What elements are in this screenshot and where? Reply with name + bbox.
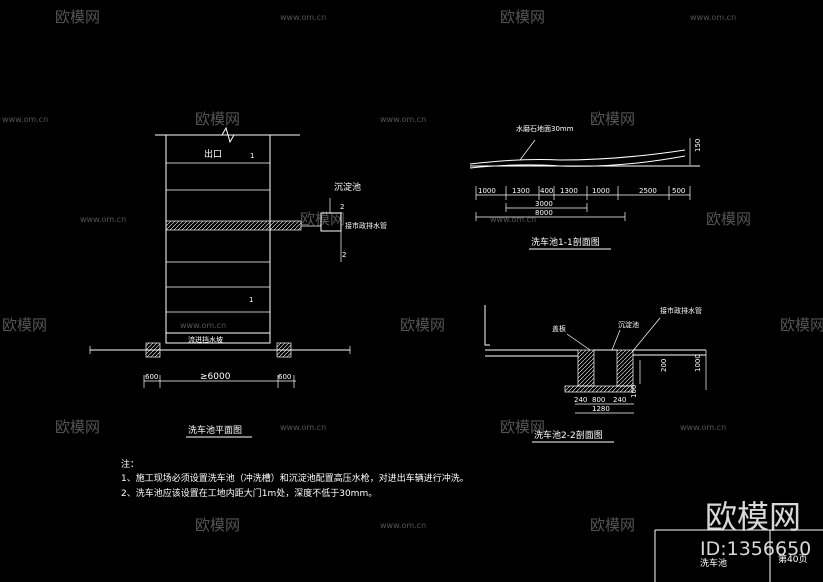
drain-label-22: 接市政排水管	[660, 306, 702, 315]
surface-note: 水磨石地面30mm	[516, 124, 574, 133]
dim-800: 800	[592, 396, 605, 404]
watermark-url: www.om.cn	[380, 115, 426, 124]
watermark-brand: 欧模网	[780, 316, 823, 334]
watermark-brand: 欧模网	[400, 316, 445, 334]
plan-dim-right: 600	[278, 373, 291, 381]
tank-base	[565, 386, 633, 392]
dim-1280: 1280	[592, 405, 610, 413]
exit-label: 出口	[204, 148, 222, 160]
titleblock-name: 洗车池	[700, 557, 727, 569]
dim-240: 240	[613, 396, 626, 404]
watermark-brand: 欧模网	[300, 210, 345, 228]
watermark-url: www.om.cn	[180, 321, 226, 330]
dim-500: 500	[672, 187, 685, 195]
titleblock-logo: 欧模网	[705, 498, 801, 536]
tank-wall-left	[578, 350, 594, 386]
post-left	[146, 343, 160, 357]
watermark-brand: 欧模网	[706, 210, 751, 228]
section-1-1: 150 水磨石地面30mm 1000 1300 400 1300 1000 25…	[469, 124, 702, 250]
watermark-brand: 欧模网	[55, 418, 100, 436]
watermark-brand: 欧模网	[500, 418, 545, 436]
section-mark-2: 2	[340, 203, 344, 211]
drain-trench	[166, 221, 301, 230]
break-left	[484, 305, 490, 346]
watermark-url: www.om.cn	[380, 521, 426, 530]
watermark-brand: 欧模网	[2, 316, 47, 334]
surface-line	[469, 149, 686, 165]
note-1: 1、施工现场必须设置洗车池（冲洗槽）和沉淀池配置高压水枪，对进出车辆进行冲洗。	[121, 472, 469, 484]
watermark-url: www.om.cn	[680, 423, 726, 432]
watermark-url: www.om.cn	[690, 13, 736, 22]
plan-dim-mid: ≥6000	[200, 372, 231, 382]
tank-label: 沉淀池	[618, 320, 639, 329]
plan-title: 洗车池平面图	[188, 424, 242, 436]
dim-400: 400	[540, 187, 553, 195]
tank-wall-right	[617, 350, 633, 386]
notes: 注： 1、施工现场必须设置洗车池（冲洗槽）和沉淀池配置高压水枪，对进出车辆进行冲…	[121, 458, 469, 499]
plan-view: 出口 1 1 流进挡水坡 沉淀池 接市政排水管 2 2 600 ≥6000 60…	[89, 126, 387, 438]
titleblock-id: ID:1356650	[700, 538, 811, 560]
height-dim: 150	[694, 139, 702, 152]
post-right	[277, 343, 291, 357]
watermark-url: www.om.cn	[80, 215, 126, 224]
drain-label: 接市政排水管	[345, 221, 387, 230]
section-mark: 1	[249, 296, 253, 304]
cover-label: 盖板	[552, 324, 566, 333]
sediment-label: 沉淀池	[334, 181, 361, 193]
section-2-2: 盖板 沉淀池 接市政排水管 200 100 1000 240 800 240 1…	[484, 305, 707, 443]
watermark-brand: 欧模网	[195, 110, 240, 128]
height-1000: 1000	[694, 354, 702, 372]
dim-3000: 3000	[535, 200, 553, 208]
height-100: 100	[630, 385, 638, 398]
watermark-brand: 欧模网	[590, 110, 635, 128]
dim-240: 240	[574, 396, 587, 404]
plan-outline	[165, 134, 271, 344]
dim-1300: 1300	[512, 187, 530, 195]
dim-1300: 1300	[560, 187, 578, 195]
section11-title: 洗车池1-1剖面图	[531, 236, 600, 248]
dim-1000: 1000	[592, 187, 610, 195]
dim-2500: 2500	[639, 187, 657, 195]
section-mark: 1	[250, 152, 254, 160]
dim-1000: 1000	[478, 187, 496, 195]
notes-heading: 注：	[121, 458, 139, 470]
note-2: 2、洗车池应该设置在工地内距大门1m处，深度不低于30mm。	[121, 487, 377, 499]
watermark-brand: 欧模网	[55, 8, 100, 26]
slope-label: 流进挡水坡	[188, 335, 223, 344]
height-200: 200	[660, 359, 668, 372]
watermark-brand: 欧模网	[590, 516, 635, 534]
watermark-url: www.om.cn	[280, 423, 326, 432]
watermark-brand: 欧模网	[500, 8, 545, 26]
watermark-url: www.om.cn	[280, 13, 326, 22]
watermark-url: www.om.cn	[2, 115, 48, 124]
watermark-brand: 欧模网	[195, 516, 240, 534]
dim-8000: 8000	[535, 209, 553, 217]
plan-dim-left: 600	[145, 373, 158, 381]
title-block: 欧模网 ID:1356650 洗车池 第40页	[654, 498, 823, 582]
titleblock-page: 第40页	[778, 553, 807, 565]
section22-title: 洗车池2-2剖面图	[534, 429, 603, 441]
section-mark-2: 2	[342, 251, 346, 259]
watermark-url: www.om.cn	[490, 215, 536, 224]
watermark-layer: 欧模网 www.om.cn 欧模网 www.om.cn www.om.cn 欧模…	[2, 8, 823, 534]
